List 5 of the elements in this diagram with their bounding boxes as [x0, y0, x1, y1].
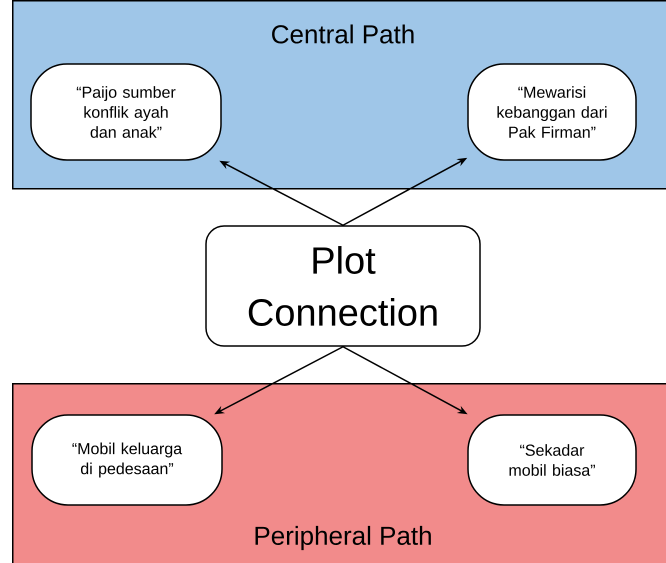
statement-pill: “Paijo sumber konflik ayah dan anak”: [30, 63, 222, 161]
statement-pill: “Mewarisi kebanggan dari Pak Firman”: [467, 63, 637, 161]
statement-pill: “Sekadar mobil biasa”: [467, 414, 637, 506]
center-box: Plot Connection: [205, 225, 481, 347]
statement-pill: “Mobil keluarga di pedesaan”: [31, 414, 223, 506]
